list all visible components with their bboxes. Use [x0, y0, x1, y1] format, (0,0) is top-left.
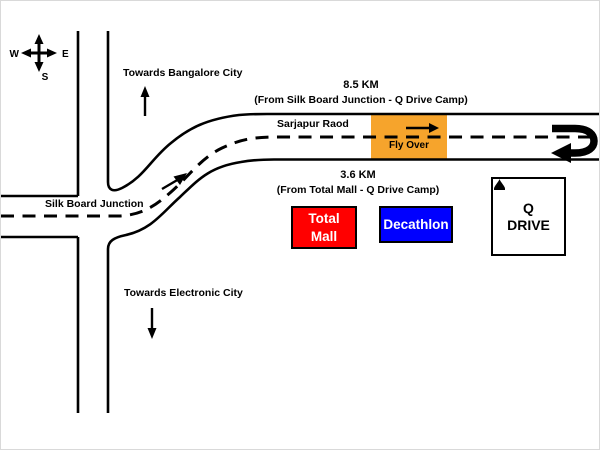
decathlon-box: Decathlon	[379, 206, 453, 243]
label-sarjapur-road: Sarjapur Raod	[277, 118, 349, 130]
compass-east-label: E	[62, 49, 69, 60]
total-mall-label-line2: Mall	[310, 228, 338, 244]
compass-rose-icon	[21, 34, 57, 72]
compass-south-label: S	[42, 72, 49, 83]
distance-top-block: 8.5 KM (From Silk Board Junction - Q Dri…	[241, 78, 481, 107]
total-mall-box: Total Mall	[291, 206, 357, 249]
distance-bottom-desc: (From Total Mall - Q Drive Camp)	[276, 183, 440, 196]
distance-bottom-block: 3.6 KM (From Total Mall - Q Drive Camp)	[238, 168, 478, 197]
q-drive-label-line2: DRIVE	[507, 216, 550, 233]
horizontal-road-left-edges	[1, 194, 78, 239]
upper-road-bottom-edge	[106, 158, 599, 413]
q-drive-box: Q DRIVE	[491, 177, 566, 256]
label-towards-bangalore: Towards Bangalore City	[123, 67, 243, 79]
total-mall-label-line1: Total	[308, 210, 340, 226]
distance-top-km: 8.5 KM	[343, 79, 379, 91]
q-drive-label-line1: Q	[523, 199, 534, 216]
label-fly-over: Fly Over	[388, 140, 430, 151]
distance-bottom-km: 3.6 KM	[340, 169, 376, 181]
arrow-down-electronic-icon	[147, 308, 157, 339]
u-turn-arrow-icon	[551, 124, 598, 163]
upper-road-top-edge	[106, 31, 599, 192]
flyover-direction-arrow-icon	[406, 123, 439, 133]
decathlon-label: Decathlon	[383, 216, 449, 232]
distance-top-desc: (From Silk Board Junction - Q Drive Camp…	[254, 93, 468, 106]
arrow-up-bangalore-icon	[140, 86, 150, 116]
label-silk-board-junction: Silk Board Junction	[45, 198, 144, 210]
label-towards-electronic: Towards Electronic City	[124, 287, 243, 299]
route-direction-arrow-icon	[161, 173, 187, 191]
tent-icon	[494, 179, 505, 190]
compass-west-label: W	[10, 49, 20, 60]
